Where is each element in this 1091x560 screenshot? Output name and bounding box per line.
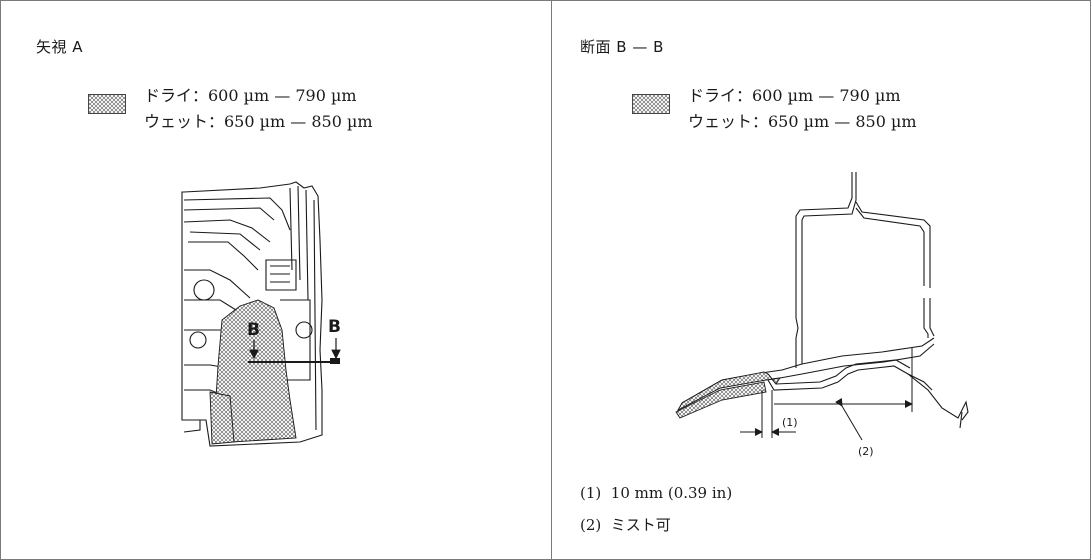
view-a-panel: 矢視 A ドライ：600 µm — 790 µm ウェット：650 µm — 8…: [36, 38, 373, 447]
note-1: (1) 10 mm (0.39 in): [580, 484, 732, 502]
hatch-swatch-icon: [88, 94, 126, 114]
view-a-title: 矢視 A: [36, 38, 84, 56]
section-bb-diagram: (1) (2): [675, 172, 969, 458]
note-2: (2) ミスト可: [580, 514, 671, 535]
legend-wet: ウェット：650 µm — 850 µm: [144, 112, 373, 131]
legend-dry: ドライ：600 µm — 790 µm: [144, 86, 357, 105]
note-1-number: (1): [580, 484, 602, 502]
callout-2: (2): [858, 445, 874, 458]
panel-divider: [551, 0, 552, 560]
section-marker-b-right: B: [328, 317, 341, 337]
note-1-text: 10 mm (0.39 in): [610, 484, 733, 502]
section-bb-title: 断面 B — B: [580, 38, 664, 56]
legend-dry: ドライ：600 µm — 790 µm: [688, 86, 901, 105]
hatch-swatch-icon: [632, 94, 670, 114]
callout-1: (1): [782, 416, 798, 429]
note-2-text: ミスト可: [610, 516, 671, 534]
note-2-number: (2): [580, 516, 602, 534]
view-a-diagram: B B: [181, 181, 341, 447]
section-marker-b-left: B: [247, 320, 260, 340]
legend-wet: ウェット：650 µm — 850 µm: [688, 112, 917, 131]
section-bb-panel: 断面 B — B ドライ：600 µm — 790 µm ウェット：650 µm…: [552, 0, 1091, 560]
